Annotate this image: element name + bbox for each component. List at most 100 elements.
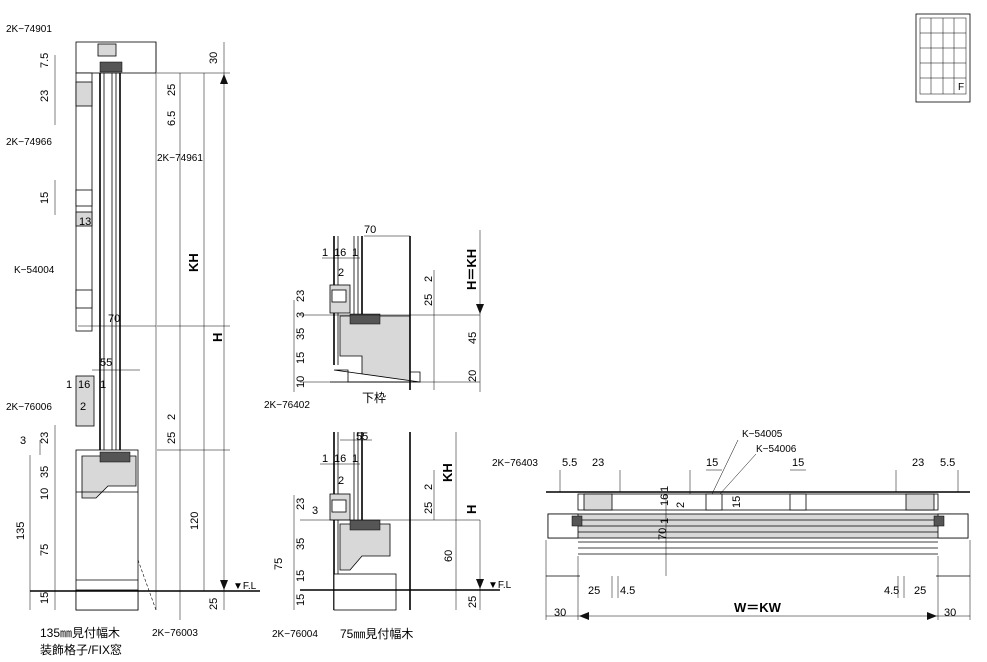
dim-7-5: 7.5 bbox=[39, 53, 51, 68]
plan-dim-23a: 23 bbox=[592, 457, 604, 469]
part-2k-74966: 2K−74966 bbox=[6, 137, 52, 148]
mb-dim-2: 2 bbox=[338, 475, 344, 487]
left-dimension-lines bbox=[29, 42, 230, 620]
dim-55: 55 bbox=[100, 357, 112, 369]
key-plan-f-label: F bbox=[958, 82, 964, 93]
plan-dim-5-5a: 5.5 bbox=[562, 457, 577, 469]
mt-dim-1b: 1 bbox=[352, 247, 358, 259]
dim-r25c: 25 bbox=[208, 598, 220, 610]
plan-labels: 2K−76403 K−54005 K−54006 5.5 23 15 15 23… bbox=[492, 429, 956, 619]
dim-r25: 25 bbox=[166, 84, 178, 96]
mb-dim-1b: 1 bbox=[352, 453, 358, 465]
mb-floor-level: ▼F.L bbox=[488, 580, 512, 591]
dim-15b: 15 bbox=[39, 592, 51, 604]
mb-dim-15: 15 bbox=[295, 570, 307, 582]
mt-dim-r45: 45 bbox=[467, 332, 479, 344]
caption-75-baseboard: 75㎜見付幅木 bbox=[340, 626, 413, 641]
plan-dim-15b: 15 bbox=[792, 457, 804, 469]
mb-dim-3: 3 bbox=[312, 505, 318, 517]
dim-16: 16 bbox=[78, 379, 90, 391]
middle-top-labels: 70 1 16 1 2 23 3 35 15 10 2 25 H＝KH 45 2… bbox=[264, 224, 479, 411]
dim-23: 23 bbox=[39, 90, 51, 102]
part-k-54004: K−54004 bbox=[14, 265, 55, 276]
dim-35: 35 bbox=[39, 466, 51, 478]
mt-dim-r2: 2 bbox=[423, 276, 435, 282]
dim-135: 135 bbox=[15, 522, 27, 540]
dim-70: 70 bbox=[108, 313, 120, 325]
floor-level-label: ▼F.L bbox=[233, 581, 257, 592]
mt-dim-r25: 25 bbox=[423, 294, 435, 306]
mt-dim-16: 16 bbox=[334, 247, 346, 259]
part-2k-74961: 2K−74961 bbox=[157, 153, 203, 164]
dim-r120: 120 bbox=[189, 512, 201, 530]
part-k-54005: K−54005 bbox=[742, 429, 783, 440]
part-2k-76403: 2K−76403 bbox=[492, 458, 538, 469]
plan-dim-4-5b: 4.5 bbox=[884, 585, 899, 597]
dim-1b: 1 bbox=[100, 379, 106, 391]
dim-3: 3 bbox=[20, 435, 26, 447]
part-2k-76004: 2K−76004 bbox=[272, 629, 318, 640]
dim-10: 10 bbox=[39, 488, 51, 500]
mt-dim-2: 2 bbox=[338, 267, 344, 279]
plan-section bbox=[545, 439, 971, 620]
caption-decorative-lattice: 装飾格子/FIX窓 bbox=[40, 642, 122, 657]
dim-13: 13 bbox=[79, 216, 91, 228]
mb-h: H bbox=[464, 505, 479, 514]
plan-dim-15: 15 bbox=[731, 496, 743, 508]
plan-dim-30b: 30 bbox=[944, 607, 956, 619]
mb-dim-15b: 15 bbox=[295, 594, 307, 606]
mt-dim-3: 3 bbox=[295, 312, 307, 318]
mb-dim-r60: 60 bbox=[443, 550, 455, 562]
plan-dim-1a: 1 bbox=[659, 486, 671, 492]
dim-r2: 2 bbox=[166, 414, 178, 420]
dim-75: 75 bbox=[39, 544, 51, 556]
part-2k-76003: 2K−76003 bbox=[152, 628, 198, 639]
middle-bottom-section bbox=[293, 432, 500, 611]
dim-r30: 30 bbox=[208, 52, 220, 64]
mb-dim-75: 75 bbox=[273, 558, 285, 570]
mb-dim-r25: 25 bbox=[423, 502, 435, 514]
mt-dim-70: 70 bbox=[364, 224, 376, 236]
mb-dim-16: 16 bbox=[334, 453, 346, 465]
plan-dim-30a: 30 bbox=[554, 607, 566, 619]
dim-h: H bbox=[210, 333, 225, 342]
mt-dim-1a: 1 bbox=[322, 247, 328, 259]
plan-dim-25a: 25 bbox=[588, 585, 600, 597]
mt-dim-35: 35 bbox=[295, 328, 307, 340]
dim-1a: 1 bbox=[66, 379, 72, 391]
caption-135-baseboard: 135㎜見付幅木 bbox=[40, 625, 120, 640]
dim-15: 15 bbox=[39, 192, 51, 204]
part-2k-74901: 2K−74901 bbox=[6, 24, 52, 35]
mb-dim-1a: 1 bbox=[322, 453, 328, 465]
mb-dim-r2: 2 bbox=[423, 484, 435, 490]
plan-dim-4-5a: 4.5 bbox=[620, 585, 635, 597]
part-2k-76006: 2K−76006 bbox=[6, 402, 52, 413]
plan-dim-1b: 1 bbox=[659, 518, 671, 524]
mb-dim-55: 55 bbox=[356, 431, 368, 443]
mt-h-eq-kh: H＝KH bbox=[464, 249, 479, 290]
mt-dim-r20: 20 bbox=[467, 370, 479, 382]
plan-dim-23b: 23 bbox=[912, 457, 924, 469]
left-vertical-section bbox=[30, 41, 260, 611]
plan-dim-70: 70 bbox=[657, 528, 669, 540]
left-labels: 2K−74901 2K−74966 2K−74961 K−54004 2K−76… bbox=[6, 24, 257, 657]
dim-r6-5: 6.5 bbox=[166, 111, 178, 126]
mb-dim-r25b: 25 bbox=[467, 596, 479, 608]
plan-w-eq-kw: W＝KW bbox=[734, 600, 782, 615]
mb-dim-23: 23 bbox=[295, 498, 307, 510]
mt-dim-23: 23 bbox=[295, 290, 307, 302]
plan-dim-16: 16 bbox=[659, 494, 671, 506]
mb-kh: KH bbox=[440, 463, 455, 482]
mb-dim-35: 35 bbox=[295, 538, 307, 550]
dim-23b: 23 bbox=[39, 432, 51, 444]
part-k-54006: K−54006 bbox=[756, 444, 797, 455]
mt-dim-15: 15 bbox=[295, 352, 307, 364]
plan-dim-2: 2 bbox=[675, 502, 687, 508]
mt-dim-10: 10 bbox=[295, 376, 307, 388]
plan-dim-5-5b: 5.5 bbox=[940, 457, 955, 469]
plan-dim-25b: 25 bbox=[914, 585, 926, 597]
part-2k-76402: 2K−76402 bbox=[264, 400, 310, 411]
caption-bottom-frame: 下枠 bbox=[362, 391, 386, 405]
key-plan-icon: F bbox=[915, 13, 971, 103]
dim-r25b: 25 bbox=[166, 432, 178, 444]
